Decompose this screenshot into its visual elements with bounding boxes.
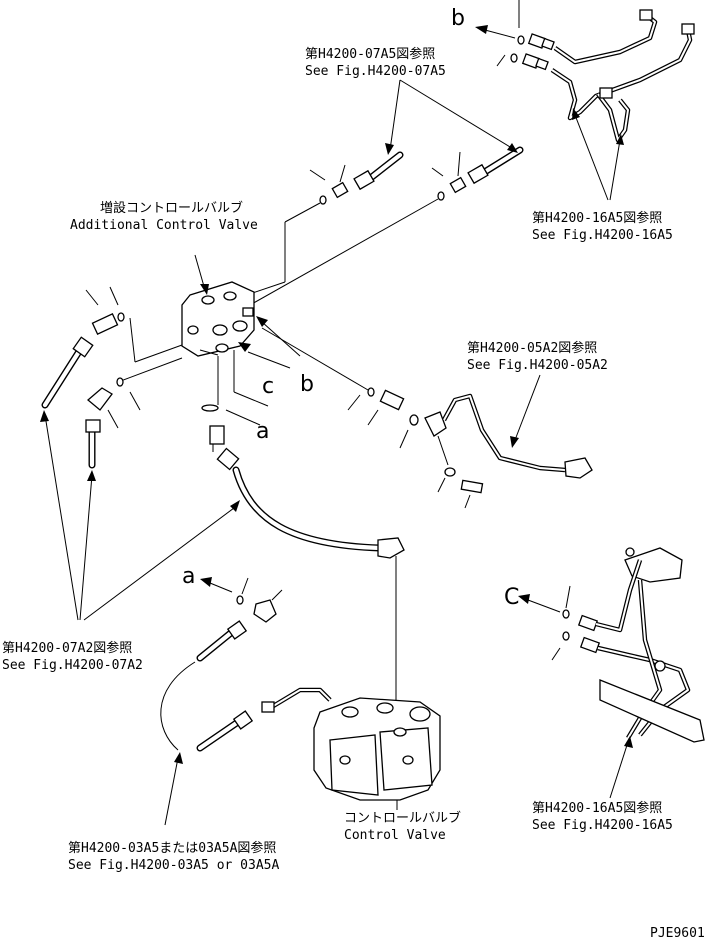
right-mid-tube bbox=[261, 327, 593, 509]
label-fig-0305-en: See Fig.H4200-03A5 or 03A5A bbox=[68, 858, 279, 873]
left-hoses bbox=[40, 286, 240, 621]
ref-letter-c-right: C bbox=[504, 585, 519, 610]
ref-letter-a-mid: a bbox=[256, 419, 269, 444]
label-fig-1605-top-en: See Fig.H4200-16A5 bbox=[532, 228, 673, 243]
center-hose bbox=[209, 425, 405, 760]
label-fig-0705-jp: 第H4200-07A5図参照 bbox=[305, 46, 435, 62]
label-add-valve-jp: 増設コントロールバルブ bbox=[100, 200, 243, 216]
label-fig-1605-bot-jp: 第H4200-16A5図参照 bbox=[532, 800, 662, 816]
drawing-code: PJE9601 bbox=[650, 926, 705, 941]
label-fig-0502-jp: 第H4200-05A2図参照 bbox=[467, 340, 597, 356]
label-fig-0702-jp: 第H4200-07A2図参照 bbox=[2, 640, 132, 656]
label-ctrl-valve-jp: コントロールバルブ bbox=[344, 810, 461, 826]
upper-hoses bbox=[231, 79, 524, 306]
label-ctrl-valve-en: Control Valve bbox=[344, 828, 446, 843]
ref-letter-b-mid: b bbox=[300, 372, 314, 397]
ref-letter-c-mid: c bbox=[262, 374, 274, 399]
label-fig-0702-en: See Fig.H4200-07A2 bbox=[2, 658, 143, 673]
label-add-valve-en: Additional Control Valve bbox=[70, 218, 258, 233]
additional-control-valve bbox=[117, 254, 301, 426]
ref-letter-a-low: a bbox=[182, 564, 195, 589]
lower-left-fittings bbox=[160, 577, 332, 826]
label-fig-0502-en: See Fig.H4200-05A2 bbox=[467, 358, 608, 373]
label-fig-1605-bot-en: See Fig.H4200-16A5 bbox=[532, 818, 673, 833]
main-control-valve bbox=[313, 697, 441, 810]
top-right-assembly bbox=[475, 0, 695, 201]
label-fig-0305-jp: 第H4200-03A5または03A5A図参照 bbox=[68, 840, 276, 856]
lower-right-assembly bbox=[518, 547, 705, 799]
ref-letter-b-top: b bbox=[451, 6, 465, 31]
label-fig-0705-en: See Fig.H4200-07A5 bbox=[305, 64, 446, 79]
text-labels: 第H4200-07A5図参照 See Fig.H4200-07A5 第H4200… bbox=[2, 6, 705, 941]
label-fig-1605-top-jp: 第H4200-16A5図参照 bbox=[532, 210, 662, 226]
